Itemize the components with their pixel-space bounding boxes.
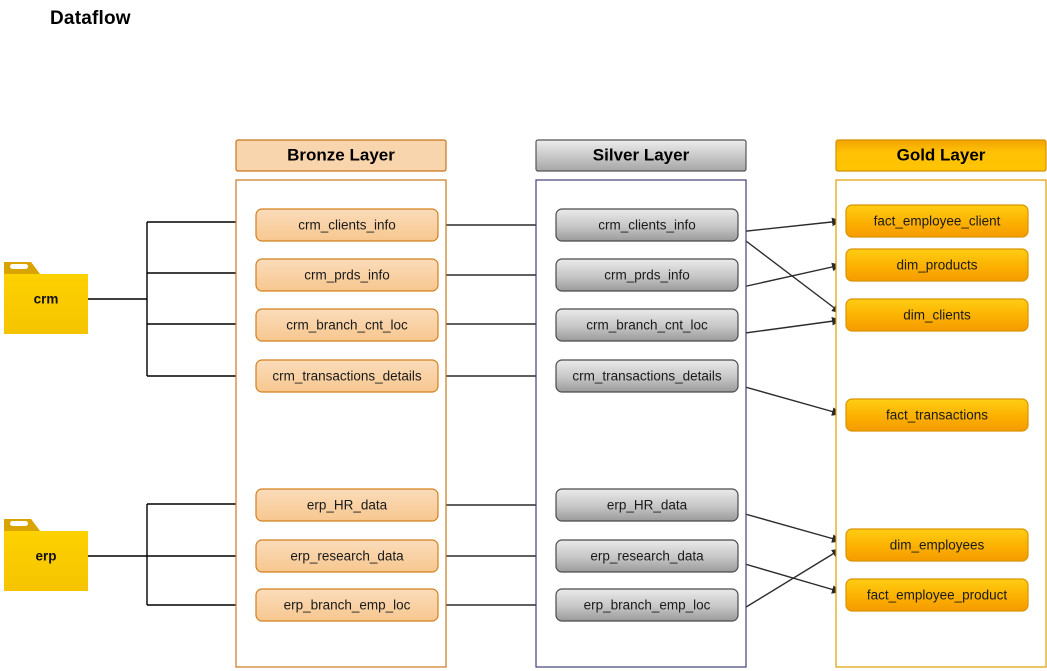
layer-silver: Silver Layer crm_clients_info crm_prds_i… [535, 139, 747, 668]
node-shape[interactable] [255, 588, 439, 622]
gold-node-fact-employee-client[interactable]: fact_employee_client [845, 204, 1029, 238]
node-shape[interactable] [845, 398, 1029, 432]
layer-bronze: Bronze Layer crm_clients_info crm_prds_i… [235, 139, 447, 668]
connectors-silver-to-gold [737, 217, 842, 613]
node-label: fact_transactions [886, 408, 988, 423]
silver-node-crm-branch-cnt-loc[interactable]: crm_branch_cnt_loc [555, 308, 739, 342]
node-shape[interactable] [845, 204, 1029, 238]
gold-node-fact-transactions[interactable]: fact_transactions [845, 398, 1029, 432]
node-shape[interactable] [555, 359, 739, 393]
node-label: erp_branch_emp_loc [284, 598, 411, 613]
node-label: erp_research_data [290, 549, 404, 564]
node-label: fact_employee_client [874, 214, 1001, 229]
node-label: crm_branch_cnt_loc [586, 318, 708, 333]
folder-icon[interactable] [4, 519, 88, 591]
silver-node-erp-branch-emp-loc[interactable]: erp_branch_emp_loc [555, 588, 739, 622]
node-shape[interactable] [555, 588, 739, 622]
bronze-layer-title: Bronze Layer [287, 145, 395, 164]
gold-node-dim-products[interactable]: dim_products [845, 248, 1029, 282]
bronze-header-box [235, 139, 447, 172]
node-shape[interactable] [255, 208, 439, 242]
folder-handle-icon [10, 521, 28, 526]
silver-node-crm-prds-info[interactable]: crm_prds_info [555, 258, 739, 292]
bronze-node-erp-hr-data[interactable]: erp_HR_data [255, 488, 439, 522]
folder-handle-icon [10, 264, 28, 269]
silver-node-erp-hr-data[interactable]: erp_HR_data [555, 488, 739, 522]
node-label: crm_clients_info [598, 218, 696, 233]
gold-node-dim-employees[interactable]: dim_employees [845, 528, 1029, 562]
node-shape[interactable] [555, 488, 739, 522]
node-label: erp_HR_data [607, 498, 688, 513]
page-title: Dataflow [50, 8, 131, 29]
source-crm[interactable]: crm [4, 262, 88, 334]
source-label: erp [35, 549, 56, 564]
bronze-node-erp-branch-emp-loc[interactable]: erp_branch_emp_loc [255, 588, 439, 622]
node-shape[interactable] [255, 359, 439, 393]
silver-node-crm-clients-info[interactable]: crm_clients_info [555, 208, 739, 242]
node-label: crm_transactions_details [272, 369, 422, 384]
node-label: dim_products [896, 258, 977, 273]
node-label: erp_research_data [590, 549, 704, 564]
node-shape[interactable] [555, 539, 739, 573]
source-erp[interactable]: erp [4, 519, 88, 591]
node-shape[interactable] [845, 298, 1029, 332]
silver-layer-title: Silver Layer [593, 145, 690, 164]
node-shape[interactable] [255, 488, 439, 522]
node-label: crm_clients_info [298, 218, 396, 233]
node-label: crm_transactions_details [572, 369, 722, 384]
node-shape[interactable] [255, 539, 439, 573]
node-label: dim_employees [890, 538, 985, 553]
node-shape[interactable] [845, 578, 1029, 612]
node-label: erp_branch_emp_loc [584, 598, 711, 613]
node-label: erp_HR_data [307, 498, 388, 513]
silver-node-erp-research-data[interactable]: erp_research_data [555, 539, 739, 573]
node-shape[interactable] [845, 248, 1029, 282]
silver-header-box [535, 139, 747, 172]
bronze-node-crm-transactions-details[interactable]: crm_transactions_details [255, 359, 439, 393]
node-shape[interactable] [255, 258, 439, 292]
bronze-node-crm-clients-info[interactable]: crm_clients_info [255, 208, 439, 242]
layer-gold: Gold Layer fact_employee_client dim_prod… [835, 139, 1047, 668]
gold-node-fact-employee-product[interactable]: fact_employee_product [845, 578, 1029, 612]
node-label: dim_clients [903, 308, 971, 323]
source-label: crm [34, 292, 59, 307]
node-shape[interactable] [555, 208, 739, 242]
bronze-node-erp-research-data[interactable]: erp_research_data [255, 539, 439, 573]
node-label: crm_prds_info [304, 268, 390, 283]
gold-header-box [835, 139, 1047, 172]
node-shape[interactable] [255, 308, 439, 342]
bronze-node-crm-branch-cnt-loc[interactable]: crm_branch_cnt_loc [255, 308, 439, 342]
bronze-node-crm-prds-info[interactable]: crm_prds_info [255, 258, 439, 292]
folder-icon[interactable] [4, 262, 88, 334]
gold-layer-title: Gold Layer [897, 145, 986, 164]
gold-node-dim-clients[interactable]: dim_clients [845, 298, 1029, 332]
connectors-bronze-to-silver [438, 220, 552, 610]
node-shape[interactable] [555, 258, 739, 292]
connectors-source-to-bronze [88, 217, 250, 610]
node-shape[interactable] [555, 308, 739, 342]
node-shape[interactable] [845, 528, 1029, 562]
node-label: crm_prds_info [604, 268, 690, 283]
node-label: fact_employee_product [867, 588, 1008, 603]
node-label: crm_branch_cnt_loc [286, 318, 408, 333]
silver-node-crm-transactions-details[interactable]: crm_transactions_details [555, 359, 739, 393]
